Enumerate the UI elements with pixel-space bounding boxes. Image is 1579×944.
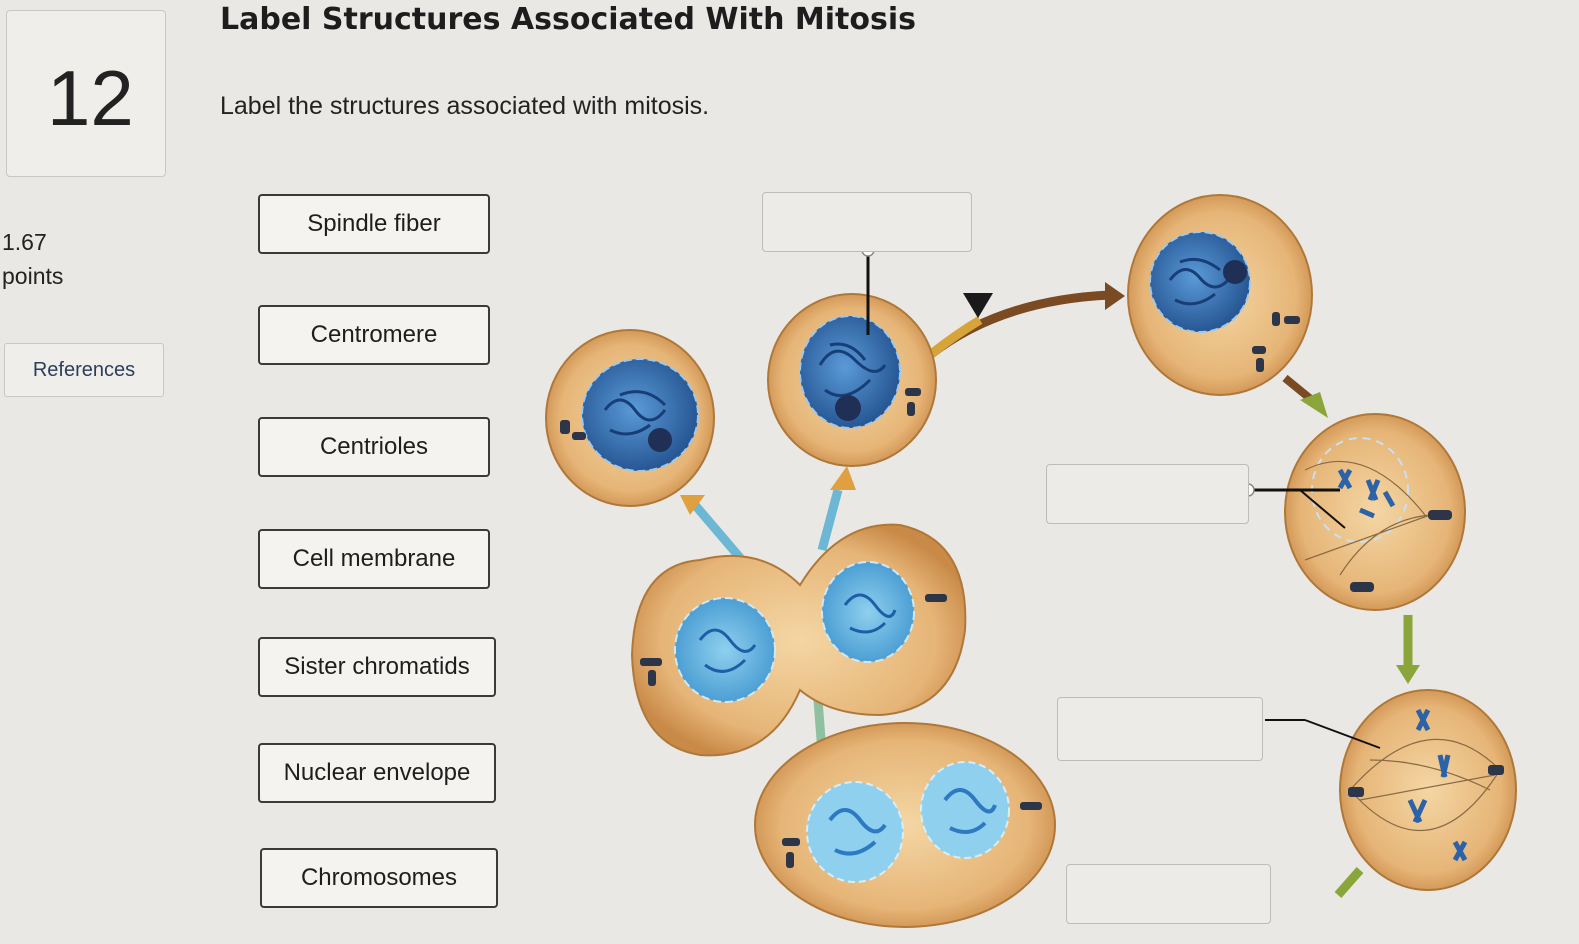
arrowhead-anaphase <box>1396 665 1420 684</box>
question-instruction: Label the structures associated with mit… <box>220 92 710 120</box>
label-sister-chromatids[interactable]: Sister chromatids <box>258 637 496 697</box>
label-spindle-fiber[interactable]: Spindle fiber <box>258 194 490 254</box>
points-unit: points <box>2 263 64 289</box>
cycle-marker-triangle <box>963 293 993 318</box>
points-display: 1.67 points <box>2 225 63 293</box>
arrow-cytokinesis-to-daughter-2 <box>817 488 843 552</box>
arrow-interphase-to-prophase <box>927 290 1111 359</box>
cell-prophase <box>1127 194 1313 396</box>
arrow-cytokinesis-to-daughter-1 <box>691 502 746 563</box>
cell-interphase-center <box>767 293 937 467</box>
leader-line-3b <box>1304 719 1381 749</box>
arrowhead-daughter-1 <box>680 495 705 515</box>
cell-anaphase <box>1339 689 1517 891</box>
arrow-anaphase-to-telophase <box>1334 867 1364 898</box>
cell-telophase <box>754 722 1056 928</box>
cell-interphase-left <box>545 329 715 507</box>
question-number-box: 12 <box>6 10 166 177</box>
references-button[interactable]: References <box>4 343 164 397</box>
label-nuclear-envelope[interactable]: Nuclear envelope <box>258 743 496 803</box>
cell-metaphase <box>1284 413 1466 611</box>
question-title: Label Structures Associated With Mitosis <box>220 2 916 37</box>
arrowhead-daughter-2 <box>830 466 856 490</box>
leader-line-2b <box>1299 489 1346 529</box>
drop-zone-1[interactable] <box>762 192 972 252</box>
label-chromosomes[interactable]: Chromosomes <box>260 848 498 908</box>
label-centrioles[interactable]: Centrioles <box>258 417 490 477</box>
cycle-arrows <box>680 282 1420 898</box>
points-value: 1.67 <box>2 229 47 255</box>
drop-zone-4[interactable] <box>1066 864 1271 924</box>
arrowhead-prophase <box>1105 282 1125 310</box>
arrowhead-metaphase <box>1300 392 1328 418</box>
label-cell-membrane[interactable]: Cell membrane <box>258 529 490 589</box>
drop-zone-2[interactable] <box>1046 464 1249 524</box>
drop-zone-3[interactable] <box>1057 697 1263 761</box>
label-centromere[interactable]: Centromere <box>258 305 490 365</box>
question-number: 12 <box>47 54 134 142</box>
arrow-segment-g1 <box>927 316 983 359</box>
cell-cytokinesis <box>630 523 967 757</box>
